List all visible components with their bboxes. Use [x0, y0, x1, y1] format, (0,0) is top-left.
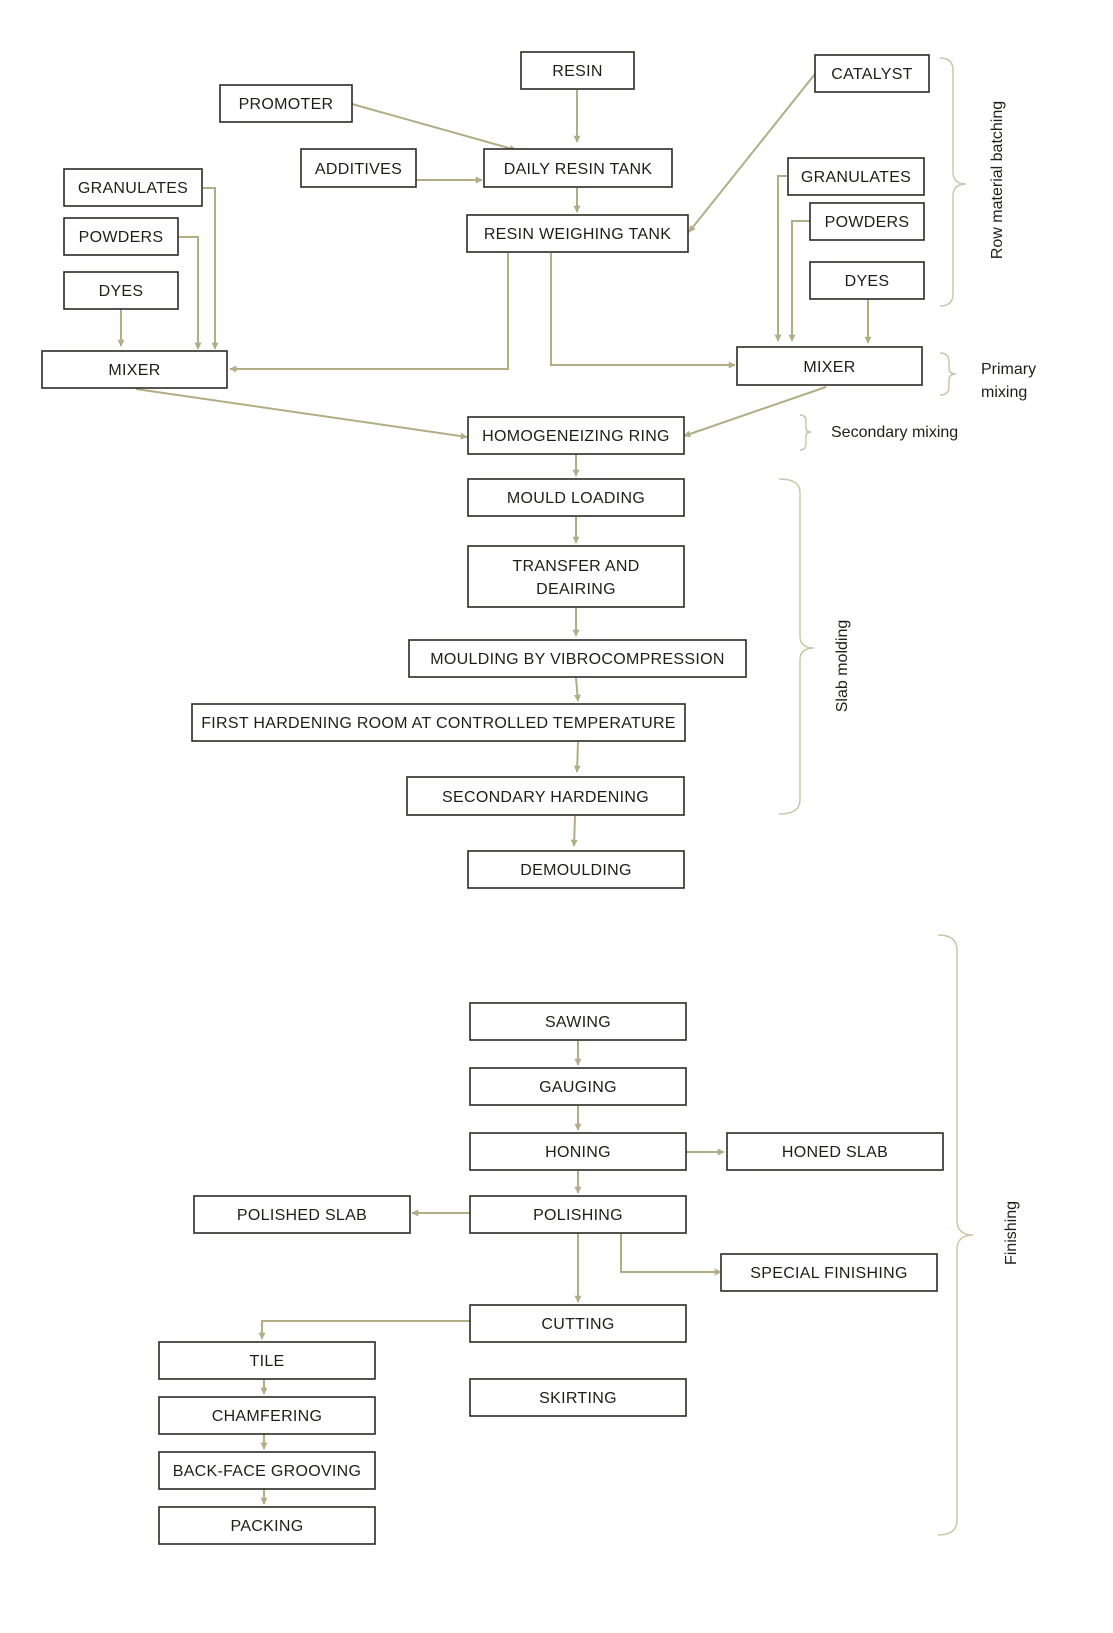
- node-transfer-line2: DEAIRING: [536, 581, 616, 598]
- group-label-slab-molding: Slab molding: [834, 620, 851, 713]
- arrow-powders-right-to-mixer: [788, 220, 810, 342]
- node-powders-left-label: POWDERS: [79, 229, 164, 246]
- arrow-polishing-to-special-finishing: [620, 1232, 722, 1276]
- node-dyes-left: DYES: [63, 271, 179, 310]
- node-dyes-right: DYES: [809, 261, 925, 300]
- group-label-finishing: Finishing: [1003, 1201, 1020, 1265]
- node-chamfering: CHAMFERING: [158, 1396, 376, 1435]
- node-mixer-right: MIXER: [736, 346, 923, 386]
- node-honing: HONING: [469, 1132, 687, 1171]
- node-powders-left: POWDERS: [63, 217, 179, 256]
- node-additives: ADDITIVES: [300, 148, 417, 188]
- flow-arrows: [117, 73, 872, 1505]
- node-gauging-label: GAUGING: [539, 1079, 617, 1096]
- node-special-finishing: SPECIAL FINISHING: [720, 1253, 938, 1292]
- node-chamfering-label: CHAMFERING: [212, 1408, 323, 1425]
- arrow-left-mixer-to-ring: [135, 388, 468, 440]
- node-back-face-grooving: BACK-FACE GROOVING: [158, 1451, 376, 1490]
- node-daily-resin-tank: DAILY RESIN TANK: [483, 148, 673, 188]
- node-tile: TILE: [158, 1341, 376, 1380]
- node-cutting: CUTTING: [469, 1304, 687, 1343]
- arrow-right-mixer-to-ring: [683, 386, 827, 438]
- arrow-granulates-right-to-mixer: [774, 175, 787, 342]
- brace-slab-molding: [778, 478, 815, 815]
- node-mould-loading-label: MOULD LOADING: [507, 490, 645, 507]
- node-promoter-label: PROMOTER: [239, 96, 334, 113]
- node-resin: RESIN: [520, 51, 635, 90]
- node-moulding-by-vibrocompression: MOULDING BY VIBROCOMPRESSION: [408, 639, 747, 678]
- node-polishing-label: POLISHING: [533, 1207, 623, 1224]
- brace-secondary-mixing: [799, 414, 812, 451]
- node-demoulding-label: DEMOULDING: [520, 862, 631, 879]
- brace-raw-material-batching: [939, 57, 967, 307]
- node-mixer-right-label: MIXER: [803, 359, 855, 376]
- node-sawing-label: SAWING: [545, 1014, 611, 1031]
- node-tile-label: TILE: [250, 1353, 285, 1370]
- node-first-hardening-room: FIRST HARDENING ROOM AT CONTROLLED TEMPE…: [191, 703, 686, 742]
- arrow-secondary-to-demoulding: [570, 815, 578, 847]
- node-back-face-grooving-label: BACK-FACE GROOVING: [173, 1463, 362, 1480]
- node-resin-label: RESIN: [552, 63, 602, 80]
- group-label-raw-material-batching: Row material batching: [989, 101, 1006, 259]
- node-honed-slab-label: HONED SLAB: [782, 1144, 888, 1161]
- node-dyes-right-label: DYES: [845, 273, 890, 290]
- arrow-catalyst-to-weighing-tank: [688, 73, 816, 233]
- node-polished-slab-label: POLISHED SLAB: [237, 1207, 367, 1224]
- brace-primary-mixing: [939, 352, 957, 396]
- node-demoulding: DEMOULDING: [467, 850, 685, 889]
- node-transfer-line1: TRANSFER AND: [512, 558, 639, 575]
- node-mould-loading: MOULD LOADING: [467, 478, 685, 517]
- node-granulates-right-label: GRANULATES: [801, 169, 911, 186]
- node-skirting: SKIRTING: [469, 1378, 687, 1417]
- node-polished-slab: POLISHED SLAB: [193, 1195, 411, 1234]
- node-gauging: GAUGING: [469, 1067, 687, 1106]
- group-label-primary-mixing-line2: mixing: [981, 384, 1027, 401]
- node-powders-right: POWDERS: [809, 202, 925, 241]
- node-sawing: SAWING: [469, 1002, 687, 1041]
- node-mixer-left-label: MIXER: [108, 362, 160, 379]
- arrow-first-hardening-to-secondary: [573, 741, 581, 773]
- node-resin-weighing-tank-label: RESIN WEIGHING TANK: [484, 226, 671, 243]
- node-packing-label: PACKING: [231, 1518, 304, 1535]
- node-promoter: PROMOTER: [219, 84, 353, 123]
- brace-finishing: [937, 934, 974, 1536]
- node-granulates-right: GRANULATES: [787, 157, 925, 196]
- node-honing-label: HONING: [545, 1144, 611, 1161]
- group-label-primary-mixing-line1: Primary: [981, 361, 1036, 378]
- node-powders-right-label: POWDERS: [825, 214, 910, 231]
- arrow-granulates-left-to-mixer: [203, 187, 219, 350]
- node-first-hardening-label: FIRST HARDENING ROOM AT CONTROLLED TEMPE…: [201, 715, 676, 732]
- arrow-weighing-tank-to-left-mixer: [229, 253, 509, 373]
- arrow-powders-left-to-mixer: [179, 236, 202, 350]
- node-cutting-label: CUTTING: [541, 1316, 614, 1333]
- node-daily-resin-tank-label: DAILY RESIN TANK: [504, 161, 653, 178]
- arrow-promoter-to-daily-tank: [351, 103, 517, 152]
- arrow-moulding-to-first-hardening: [573, 677, 581, 702]
- node-polishing: POLISHING: [469, 1195, 687, 1234]
- node-granulates-left: GRANULATES: [63, 168, 203, 207]
- node-moulding-label: MOULDING BY VIBROCOMPRESSION: [430, 651, 724, 668]
- arrow-weighing-tank-to-right-mixer: [550, 253, 736, 369]
- node-catalyst: CATALYST: [814, 54, 930, 93]
- node-homogeneizing-ring: HOMOGENEIZING RING: [467, 416, 685, 455]
- node-mixer-left: MIXER: [41, 350, 228, 389]
- node-honed-slab: HONED SLAB: [726, 1132, 944, 1171]
- node-additives-label: ADDITIVES: [315, 161, 402, 178]
- node-granulates-left-label: GRANULATES: [78, 180, 188, 197]
- node-secondary-hardening-label: SECONDARY HARDENING: [442, 789, 649, 806]
- node-homogeneizing-ring-label: HOMOGENEIZING RING: [482, 428, 670, 445]
- node-catalyst-label: CATALYST: [831, 66, 913, 83]
- node-transfer-and-deairing: TRANSFER AND DEAIRING: [467, 545, 685, 608]
- node-packing: PACKING: [158, 1506, 376, 1545]
- node-dyes-left-label: DYES: [99, 283, 144, 300]
- node-resin-weighing-tank: RESIN WEIGHING TANK: [466, 214, 689, 253]
- arrow-cutting-to-tile: [258, 1320, 470, 1340]
- group-label-secondary-mixing: Secondary mixing: [831, 424, 958, 441]
- node-skirting-label: SKIRTING: [539, 1390, 617, 1407]
- group-braces: [778, 57, 974, 1536]
- node-special-finishing-label: SPECIAL FINISHING: [750, 1265, 907, 1282]
- node-secondary-hardening: SECONDARY HARDENING: [406, 776, 685, 816]
